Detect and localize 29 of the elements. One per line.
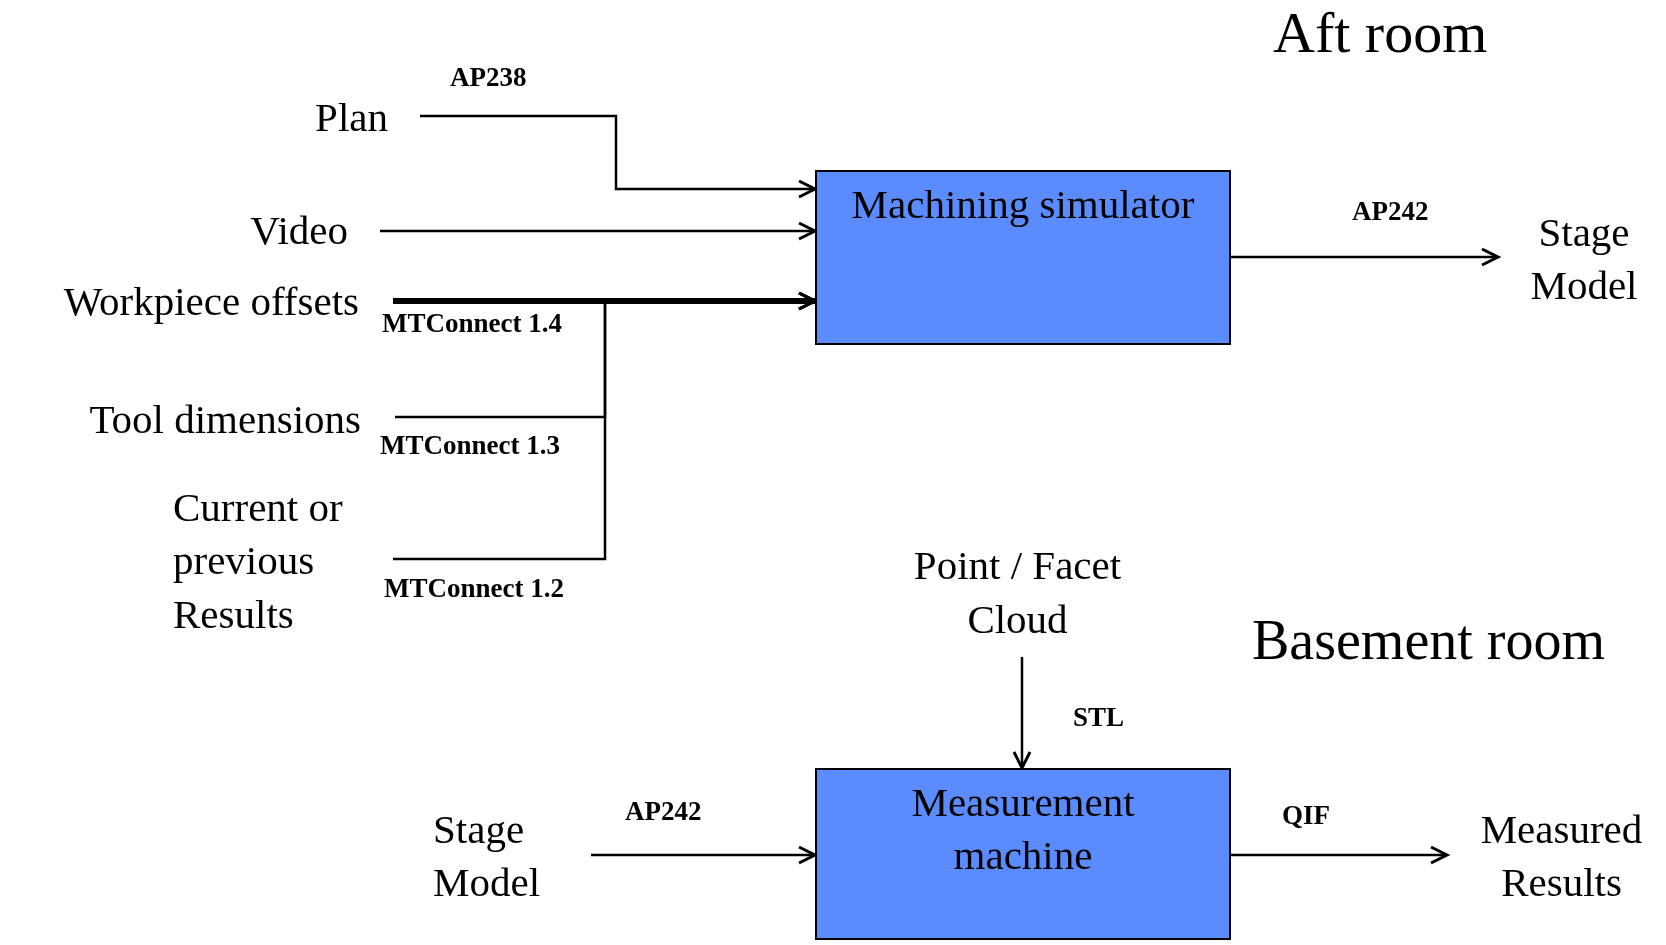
arrow xyxy=(380,221,817,241)
process-box xyxy=(815,768,1231,940)
arrow xyxy=(1231,845,1449,865)
edge-label: MTConnect 1.3 xyxy=(380,430,560,461)
text-label: Plan xyxy=(315,93,388,143)
arrow xyxy=(1012,657,1032,770)
room-label: Aft room xyxy=(1273,4,1488,62)
edge-label: AP242 xyxy=(625,796,702,827)
edge-label: MTConnect 1.4 xyxy=(382,308,562,339)
text-label: Current or previous Results xyxy=(173,483,344,639)
box-label: Machining simulator xyxy=(851,180,1195,229)
edge-label: AP238 xyxy=(450,62,527,93)
text-label: Stage Model xyxy=(1529,207,1639,310)
text-label: Stage Model xyxy=(433,804,542,907)
arrow xyxy=(591,845,817,865)
edge-label: STL xyxy=(1073,702,1125,733)
arrow xyxy=(1231,247,1500,267)
text-label: Workpiece offsets xyxy=(63,277,359,327)
arrow xyxy=(420,114,817,199)
edge-label: MTConnect 1.2 xyxy=(384,573,564,604)
edge-label: QIF xyxy=(1282,800,1330,831)
room-label: Basement room xyxy=(1252,612,1606,668)
text-label: Measured Results xyxy=(1479,804,1644,907)
box-label: Measurement machine xyxy=(910,778,1136,881)
text-label: Tool dimensions xyxy=(89,395,361,445)
edge-label: AP242 xyxy=(1352,196,1429,227)
text-label: Video xyxy=(250,206,348,256)
text-label: Point / Facet Cloud xyxy=(912,541,1123,644)
process-box xyxy=(815,170,1231,345)
